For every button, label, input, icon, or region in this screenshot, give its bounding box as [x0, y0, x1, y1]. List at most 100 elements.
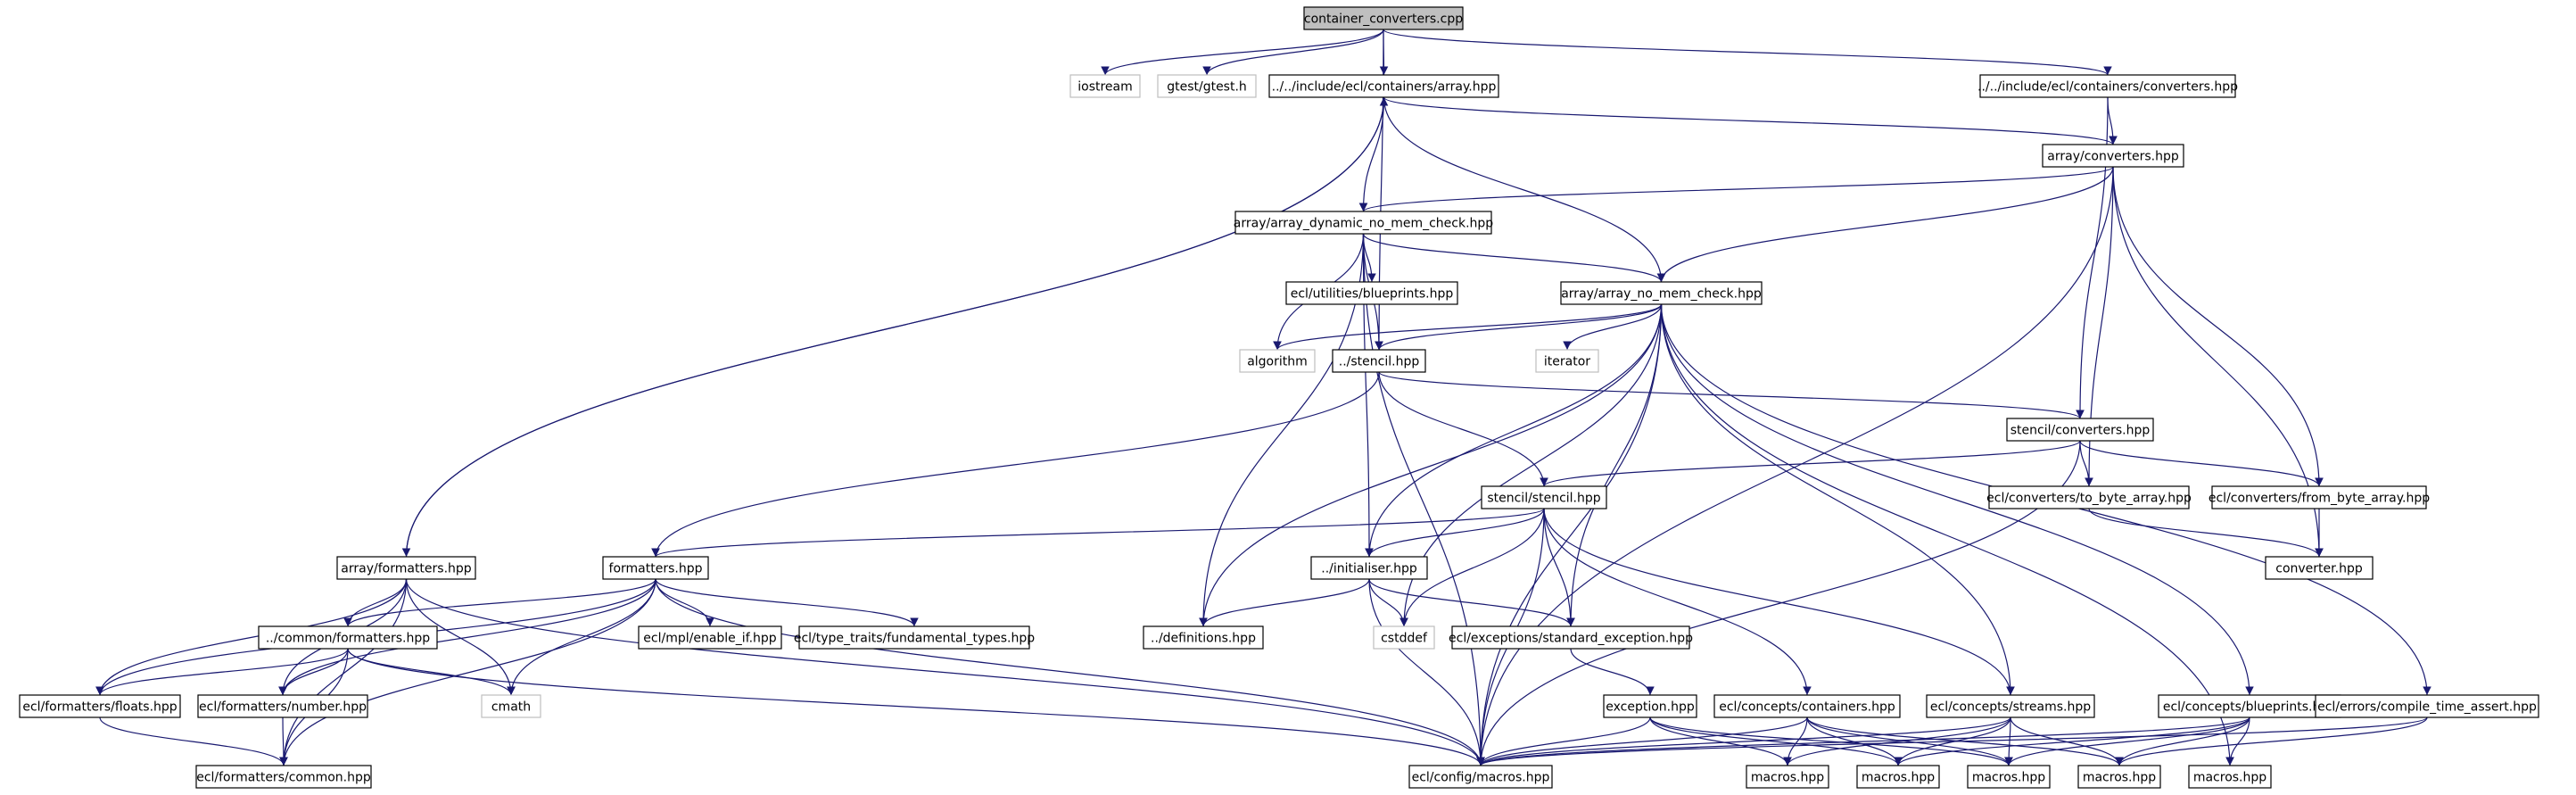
node-blueprints-u[interactable]: ecl/utilities/blueprints.hpp	[1285, 281, 1458, 305]
node-label: stencil/stencil.hpp	[1487, 492, 1600, 506]
edge-path	[1476, 303, 1663, 766]
node-fundtypes[interactable]: ecl/type_traits/fundamental_types.hpp	[794, 625, 1035, 650]
node-stencil[interactable]: ../stencil.hpp	[1332, 349, 1426, 373]
node-cform[interactable]: ../common/formatters.hpp	[258, 625, 438, 650]
node-common[interactable]: ecl/formatters/common.hpp	[195, 765, 372, 789]
edge-path	[95, 648, 349, 696]
node-label: stencil/converters.hpp	[2010, 424, 2151, 438]
node-box	[1451, 625, 1690, 650]
node-floats[interactable]: ecl/formatters/floats.hpp	[19, 694, 181, 718]
node-box	[1988, 485, 2190, 509]
node-aconv[interactable]: array/converters.hpp	[2042, 144, 2184, 168]
node-cblue[interactable]: ecl/concepts/blueprints.hpp	[2158, 694, 2341, 718]
edge-path	[1383, 29, 2112, 76]
edge-sstencil-to-cstddef	[1399, 508, 1545, 627]
node-sconv[interactable]: stencil/converters.hpp	[2006, 418, 2154, 442]
edge-path	[1660, 303, 2234, 766]
node-label: ../common/formatters.hpp	[266, 632, 430, 646]
node-cconv[interactable]: ../../include/ecl/containers/converters.…	[1977, 74, 2238, 98]
node-box	[602, 556, 709, 580]
edge-path	[278, 578, 656, 696]
node-m2[interactable]: macros.hpp	[1856, 765, 1940, 789]
edge-path	[1543, 508, 1812, 696]
node-m3[interactable]: macros.hpp	[1967, 765, 2051, 789]
node-box	[2315, 694, 2539, 718]
edge-root-to-iostream	[1101, 29, 1384, 76]
node-box	[2188, 765, 2272, 789]
node-converter[interactable]: converter.hpp	[2265, 556, 2374, 580]
node-exception[interactable]: exception.hpp	[1603, 694, 1697, 718]
edge-init-to-macros_cfg	[1368, 578, 1485, 766]
node-cta[interactable]: ecl/errors/compile_time_assert.hpp	[2315, 694, 2539, 718]
node-cstreams[interactable]: ecl/concepts/streams.hpp	[1926, 694, 2095, 718]
edge-path	[1656, 166, 2114, 283]
edge-path	[2112, 166, 2324, 487]
node-init[interactable]: ../initialiser.hpp	[1310, 556, 1428, 580]
edge-path	[279, 578, 656, 766]
edge-path	[1399, 303, 1663, 627]
edge-aform-to-macros_cfg	[405, 578, 1485, 766]
edge-path	[1660, 303, 2254, 696]
node-stdexc[interactable]: ecl/exceptions/standard_exception.hpp	[1449, 625, 1693, 650]
node-macros-cfg[interactable]: ecl/config/macros.hpp	[1408, 765, 1553, 789]
node-box	[2265, 556, 2374, 580]
node-root[interactable]: container_converters.cpp	[1303, 6, 1464, 30]
node-anomem[interactable]: array/array_no_mem_check.hpp	[1560, 281, 1763, 305]
node-label: ecl/utilities/blueprints.hpp	[1291, 287, 1454, 302]
edge-exception-to-m3	[1649, 716, 2013, 766]
node-label: cstddef	[1381, 632, 1428, 646]
node-frombyte[interactable]: ecl/converters/from_byte_array.hpp	[2209, 485, 2430, 509]
node-tobyte[interactable]: ecl/converters/to_byte_array.hpp	[1986, 485, 2192, 509]
node-number[interactable]: ecl/formatters/number.hpp	[197, 694, 368, 718]
node-label: ecl/concepts/streams.hpp	[1930, 700, 2091, 715]
edge-exception-to-m1	[1649, 716, 1792, 766]
edge-aform-to-common	[279, 578, 408, 766]
node-box	[481, 694, 541, 718]
node-iostream: iostream	[1069, 74, 1141, 98]
edge-stdexc-to-exception	[1570, 648, 1655, 696]
node-label: formatters.hpp	[609, 562, 703, 576]
edge-path	[2115, 716, 2250, 766]
edge-path	[2004, 716, 2013, 766]
node-adyn[interactable]: array/array_dynamic_no_mem_check.hpp	[1234, 211, 1494, 235]
node-iterator: iterator	[1535, 349, 1599, 373]
edge-stencil-to-sconv	[1378, 371, 2085, 419]
edge-path	[343, 578, 656, 627]
edge-array-to-aconv	[1383, 96, 2118, 145]
edge-form-to-cform	[343, 578, 656, 627]
node-m1[interactable]: macros.hpp	[1746, 765, 1829, 789]
node-enableif[interactable]: ecl/mpl/enable_if.hpp	[638, 625, 782, 650]
node-box	[2006, 418, 2154, 442]
node-array[interactable]: ../../include/ecl/containers/array.hpp	[1268, 74, 1499, 98]
node-label: cmath	[491, 700, 531, 715]
edge-path	[2079, 440, 2324, 487]
edge-sstencil-to-init	[1365, 508, 1545, 558]
edge-adyn-to-defs	[1199, 233, 1365, 627]
edge-form-to-number	[278, 578, 656, 696]
node-box	[1310, 556, 1428, 580]
edge-cta-to-macros_cfg	[1476, 716, 2428, 766]
node-box	[1481, 485, 1607, 509]
node-box	[197, 694, 368, 718]
edge-path	[1378, 371, 2085, 419]
node-m5[interactable]: macros.hpp	[2188, 765, 2272, 789]
edge-path	[2004, 716, 2250, 766]
node-ccont[interactable]: ecl/concepts/containers.hpp	[1713, 694, 1901, 718]
edge-exception-to-macros_cfg	[1476, 716, 1651, 766]
node-sstencil[interactable]: stencil/stencil.hpp	[1481, 485, 1607, 509]
edge-path	[1783, 716, 1808, 766]
node-box	[1979, 74, 2236, 98]
edge-path	[1806, 716, 2013, 766]
node-defs[interactable]: ../definitions.hpp	[1143, 625, 1264, 650]
edge-sstencil-to-ccont	[1543, 508, 1812, 696]
node-box	[2158, 694, 2341, 718]
node-aform[interactable]: array/formatters.hpp	[336, 556, 476, 580]
node-form[interactable]: formatters.hpp	[602, 556, 709, 580]
edge-path	[1476, 716, 2011, 766]
edge-sstencil-to-cstreams	[1543, 508, 2015, 696]
node-m4[interactable]: macros.hpp	[2077, 765, 2161, 789]
edge-number-to-common	[279, 716, 288, 766]
node-label: algorithm	[1247, 355, 1308, 369]
node-box	[2211, 485, 2427, 509]
node-label: exception.hpp	[1606, 700, 1695, 715]
